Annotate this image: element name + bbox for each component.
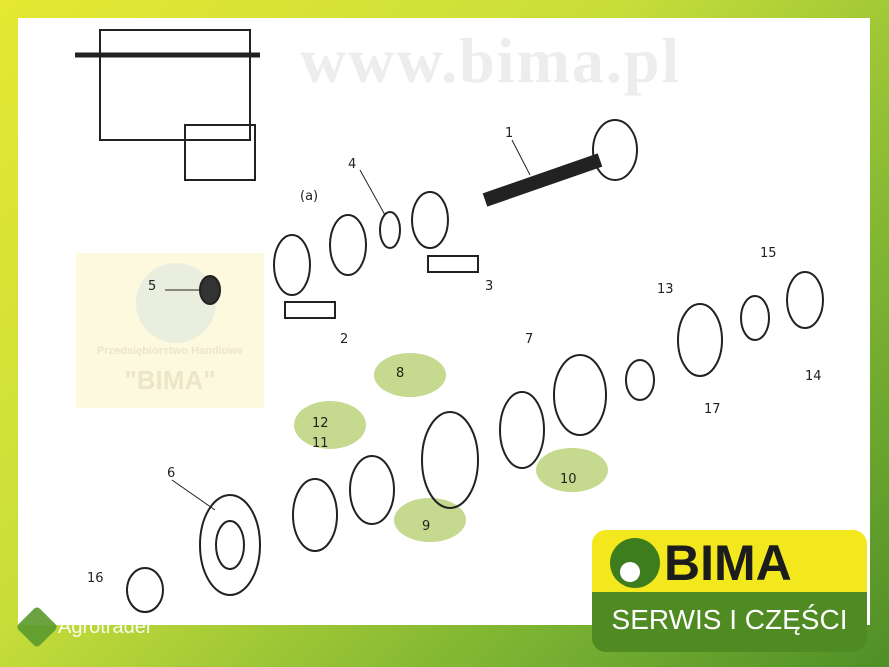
ball-icon: [610, 538, 660, 588]
label-15: 15: [760, 246, 777, 261]
company-watermark: Przedsiębiorstwo Handlowe "BIMA": [76, 253, 264, 408]
label-13: 13: [657, 282, 674, 297]
part-labels: 1 2 3 4 5 6 7 8 9 10 11 12 13 14 15 16 1…: [87, 126, 822, 586]
label-8: 8: [396, 366, 404, 381]
label-17: 17: [704, 402, 721, 417]
label-1: 1: [505, 126, 513, 141]
logo-tagline: SERWIS I CZĘŚCI: [611, 604, 848, 635]
highlight-spots: [294, 353, 608, 542]
label-16: 16: [87, 571, 104, 586]
watermark-company-name: "BIMA": [124, 365, 216, 395]
bima-logo: BIMA SERWIS I CZĘŚCI: [592, 530, 867, 655]
logo-brand: BIMA: [664, 535, 792, 591]
label-9: 9: [422, 519, 430, 534]
watermark-url: www.bima.pl: [300, 25, 682, 96]
agrotrader-label: Agrotrader: [58, 615, 153, 638]
label-6: 6: [167, 466, 175, 481]
label-10: 10: [560, 472, 577, 487]
parts: [75, 29, 824, 613]
label-14: 14: [805, 369, 822, 384]
label-3: 3: [485, 279, 493, 294]
label-note-a: (a): [300, 189, 318, 204]
label-11: 11: [312, 436, 329, 451]
watermark-company-line: Przedsiębiorstwo Handlowe: [96, 345, 244, 357]
agrotrader-watermark: Agrotrader: [15, 605, 153, 649]
label-4: 4: [348, 157, 356, 172]
label-12: 12: [312, 416, 329, 431]
label-5: 5: [148, 279, 156, 294]
label-7: 7: [525, 332, 533, 347]
tractor-icon: [15, 605, 59, 649]
label-2: 2: [340, 332, 348, 347]
